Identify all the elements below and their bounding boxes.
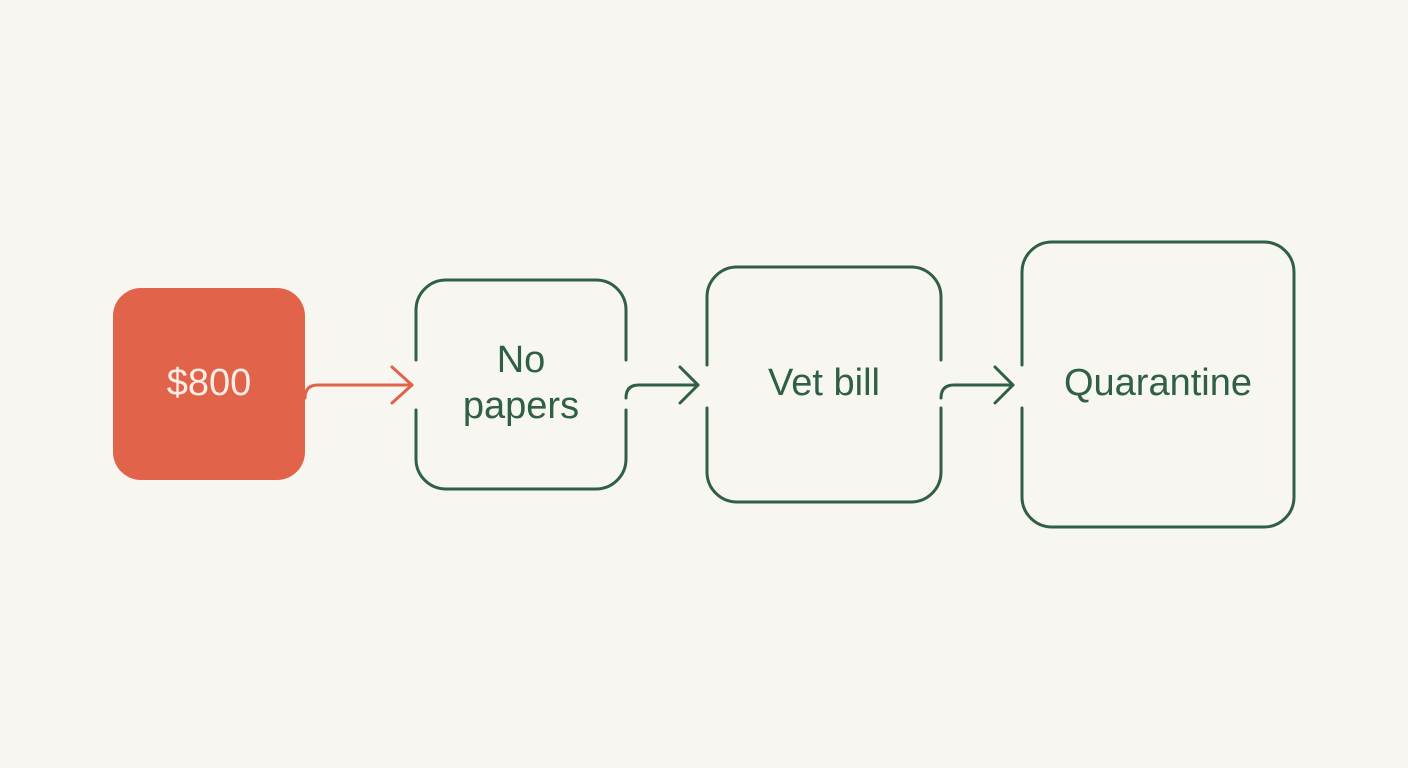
step-label-line: papers — [463, 385, 579, 427]
start-node-box — [113, 288, 305, 480]
step-box-quarantine — [1020, 240, 1296, 529]
arrowhead-vet-bill — [678, 365, 700, 405]
connector-start-to-no-papers — [303, 383, 414, 400]
connector-vet-bill-to-quarantine — [939, 383, 1015, 400]
arrowhead-quarantine — [993, 365, 1015, 405]
step-label-line: Vet bill — [768, 362, 880, 404]
step-node-vet-bill: Vet bill — [705, 265, 943, 504]
step-node-no-papers: No papers — [414, 278, 628, 491]
start-node-label: $800 — [167, 362, 252, 404]
connector-no-papers-to-vet-bill — [624, 383, 700, 400]
step-label-line: Quarantine — [1064, 362, 1252, 404]
step-label-line: No — [497, 339, 546, 381]
start-node: $800 — [113, 288, 305, 480]
step-node-quarantine: Quarantine — [1020, 240, 1296, 529]
step-box-vet-bill — [705, 265, 943, 504]
arrowhead-no-papers — [390, 365, 414, 405]
step-box-no-papers — [414, 278, 628, 491]
